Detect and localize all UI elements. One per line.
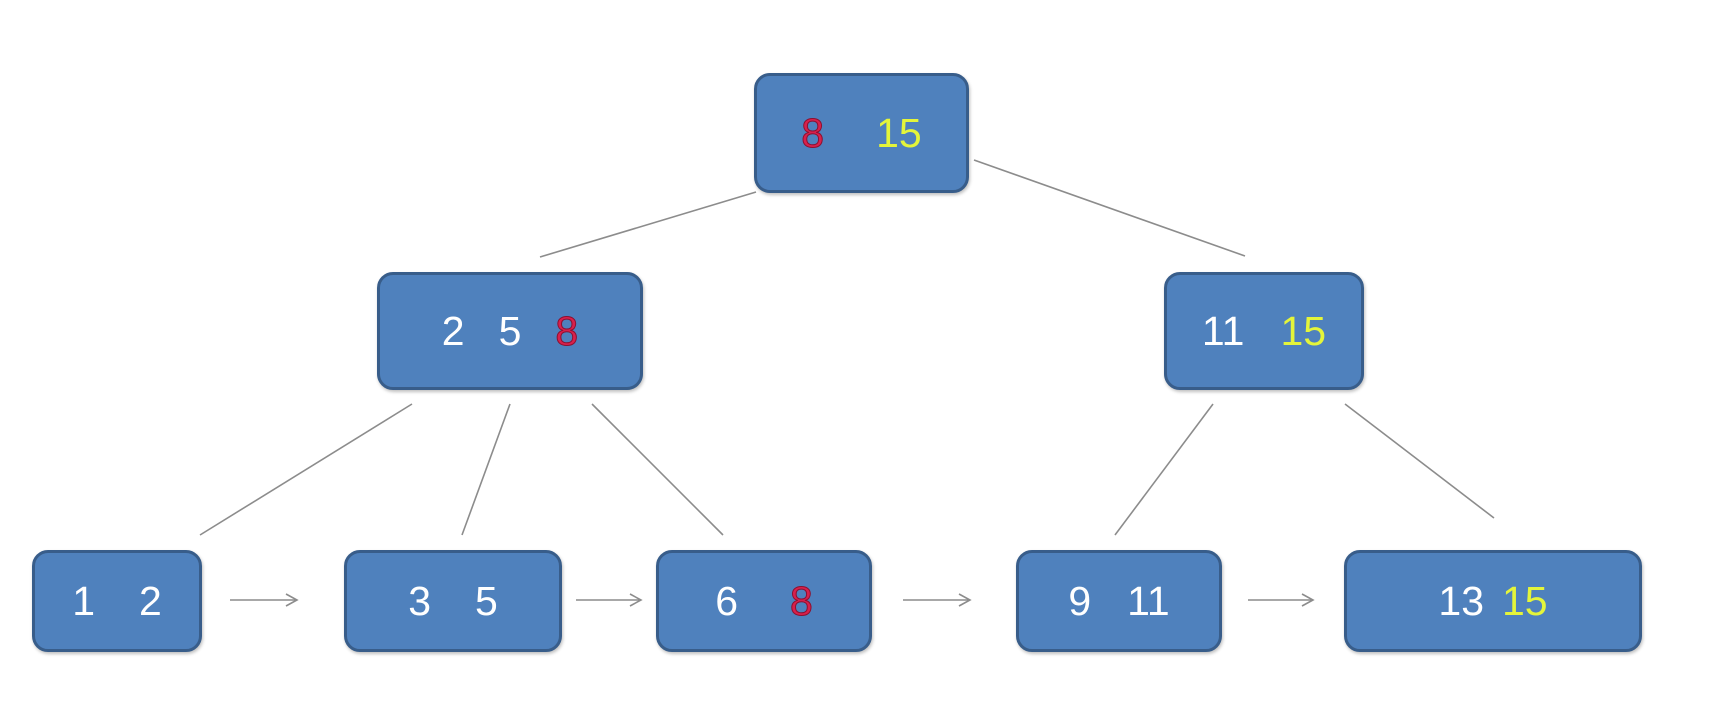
leaf-4-key-1: 9 (1068, 577, 1092, 624)
root-key-1: 8 (801, 109, 825, 156)
internal-node-left: 2 5 8 (377, 272, 643, 390)
edge-root-to-right (973, 159, 1246, 257)
internal-node-right: 11 15 (1164, 272, 1364, 390)
internal-right-key-2: 15 (1280, 307, 1327, 354)
leaf-node-2: 3 5 (344, 550, 562, 652)
leaf-5-key-1: 13 (1438, 577, 1484, 624)
edge-right-to-leaf-5 (1344, 403, 1495, 519)
internal-left-key-2: 5 (498, 307, 522, 354)
leaf-3-key-2: 8 (790, 577, 814, 624)
leaf-node-5: 13 15 (1344, 550, 1642, 652)
root-key-2: 15 (876, 109, 922, 156)
leaf-2-key-2: 5 (475, 577, 498, 624)
leaf-4-key-2: 11 (1127, 577, 1170, 624)
leaf-5-key-2: 15 (1502, 577, 1548, 624)
edge-root-to-left (539, 191, 757, 258)
leaf-node-1: 1 2 (32, 550, 202, 652)
internal-right-key-1: 11 (1201, 307, 1245, 354)
leaf-node-3: 6 8 (656, 550, 872, 652)
leaf-3-key-1: 6 (715, 577, 738, 624)
internal-left-key-1: 2 (441, 307, 465, 354)
leaf-1-key-2: 2 (139, 577, 162, 624)
edge-left-to-leaf-3 (591, 403, 724, 536)
edge-left-to-leaf-1 (199, 403, 413, 536)
leaf-2-key-1: 3 (408, 577, 431, 624)
root-node: 8 15 (754, 73, 969, 193)
leaf-node-4: 9 11 (1016, 550, 1222, 652)
edge-right-to-leaf-4 (1114, 403, 1214, 536)
edge-left-to-leaf-2 (461, 403, 511, 536)
internal-left-key-3: 8 (555, 307, 579, 354)
leaf-1-key-1: 1 (72, 577, 95, 624)
